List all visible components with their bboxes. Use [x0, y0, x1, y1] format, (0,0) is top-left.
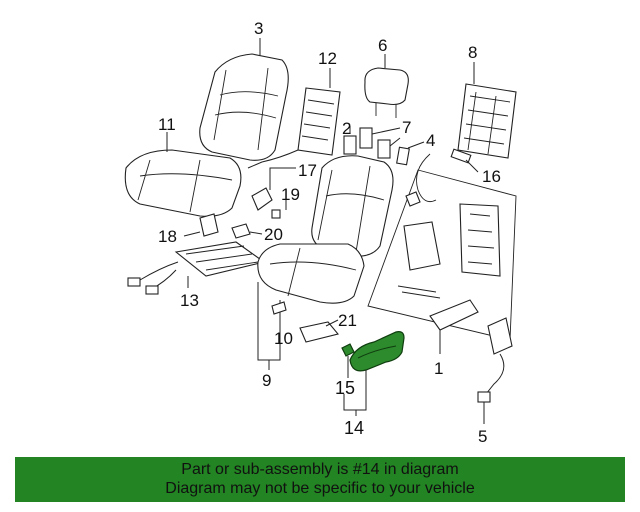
callout-8: 8 [468, 43, 477, 62]
part-13-heater-mat[interactable] [127, 241, 266, 295]
callout-10: 10 [274, 329, 293, 348]
callout-7: 7 [402, 118, 411, 137]
part-12-panel[interactable] [247, 87, 341, 169]
seat-back-pad [311, 155, 394, 257]
callout-18: 18 [158, 227, 177, 246]
callout-5: 5 [478, 427, 487, 446]
part-18-clip[interactable] [199, 213, 219, 237]
part-20-bolt[interactable] [231, 223, 251, 239]
seat-cushion-pad [257, 243, 365, 304]
part-4-guide[interactable] [396, 146, 410, 166]
part-17-knob[interactable] [251, 187, 273, 211]
parts-diagram: 3 12 6 8 16 11 2 7 [124, 19, 517, 446]
part-7-guides[interactable] [359, 127, 391, 159]
callout-14: 14 [344, 418, 364, 438]
callout-4: 4 [426, 131, 435, 150]
info-banner: Part or sub-assembly is #14 in diagram D… [15, 457, 625, 502]
callout-17: 17 [298, 161, 317, 180]
part-2-guide[interactable] [343, 135, 357, 155]
callout-12: 12 [318, 49, 337, 68]
part-14-side-trim-highlighted[interactable] [349, 331, 405, 372]
callout-19: 19 [281, 185, 300, 204]
callout-15: 15 [335, 378, 355, 398]
callout-13: 13 [180, 291, 199, 310]
part-8-back-frame[interactable] [457, 83, 517, 159]
callout-21: 21 [338, 311, 357, 330]
part-16-clip[interactable] [450, 148, 472, 164]
part-1-seat-frame[interactable] [367, 153, 517, 341]
part-5-switch[interactable] [477, 317, 513, 403]
callout-11: 11 [158, 115, 176, 134]
banner-line-2: Diagram may not be specific to your vehi… [165, 480, 475, 497]
part-11-cushion-cover[interactable] [124, 149, 242, 217]
part-21-cover[interactable] [299, 321, 339, 343]
callout-6: 6 [378, 36, 387, 55]
callout-16: 16 [482, 167, 501, 186]
part-10-clip[interactable] [271, 301, 287, 315]
part-19-clip[interactable] [271, 209, 281, 219]
banner-line-1: Part or sub-assembly is #14 in diagram [181, 461, 459, 478]
callout-2: 2 [342, 119, 351, 138]
part-6-headrest[interactable] [364, 67, 409, 118]
callout-1: 1 [434, 359, 443, 378]
part-15-cover-highlighted[interactable] [341, 343, 355, 357]
callout-9: 9 [262, 371, 271, 390]
callout-20: 20 [264, 225, 283, 244]
callout-3: 3 [254, 19, 263, 38]
part-3-seat-back-cover[interactable] [199, 53, 289, 161]
